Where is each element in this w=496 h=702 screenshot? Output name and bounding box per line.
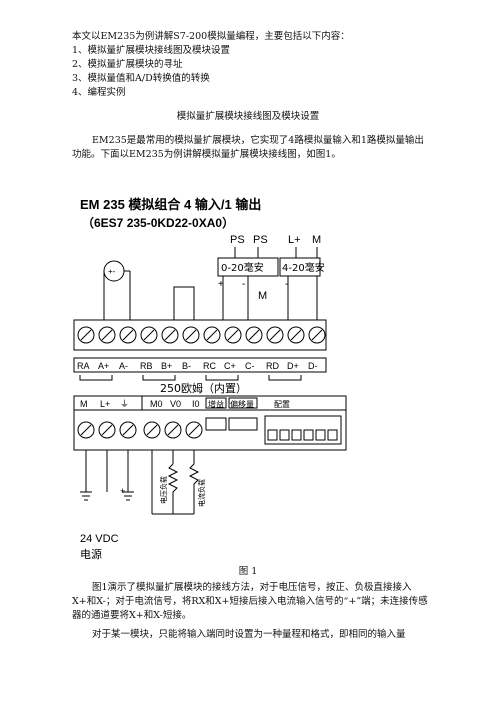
paragraph-3: 对于某一模块，只能将输入端同时设置为一种量程和格式，即相同的输入量 xyxy=(92,629,406,640)
terminal-a-plus: A+ xyxy=(98,361,109,371)
supply-cn-label: 电源 xyxy=(80,547,102,561)
figure-part-no: （6ES7 235-0KD22-0XA0） xyxy=(82,215,234,230)
terminal-block-top xyxy=(73,319,327,351)
internal-resistor-label: 250欧姆（内置） xyxy=(160,381,247,395)
intro-item-2: 2、模拟量扩展模块的寻址 xyxy=(72,59,183,70)
voltage-load-label: 电压负载 xyxy=(159,476,168,504)
current-load-label: 电流负载 xyxy=(197,479,206,507)
config-label: 配置 xyxy=(274,400,290,409)
terminal-c-plus: C+ xyxy=(224,361,236,371)
plus-sign-1: + xyxy=(218,279,224,290)
minus-sign-1: - xyxy=(242,279,245,290)
intro-line: 本文以EM235为例讲解S7-200模拟量编程，主要包括以下内容： xyxy=(72,31,350,42)
label-m-top: M xyxy=(312,234,321,246)
terminal-d-plus: D+ xyxy=(287,361,299,371)
terminal-screws-top xyxy=(77,326,326,344)
svg-text:+: + xyxy=(120,486,125,496)
terminal-rd: RD xyxy=(266,361,279,371)
supply-label: 24 VDC xyxy=(80,533,119,545)
svg-text:+-: +- xyxy=(108,267,116,276)
terminal-a-minus: A- xyxy=(119,361,128,371)
section-title: 模拟量扩展模块接线图及模块设置 xyxy=(176,111,320,122)
label-lplus: L+ xyxy=(288,234,301,246)
source-4-20ma-label: 4-20毫安 xyxy=(282,261,325,274)
voltage-load-resistor xyxy=(167,463,179,514)
label-ps-1: PS xyxy=(230,234,245,246)
paragraph-2: 图1演示了模拟量扩展模块的接线方法，对于电压信号，按正、负极直接接入X+和X-；… xyxy=(72,582,428,621)
terminal-b-plus: B+ xyxy=(161,361,172,371)
terminal-v0: V0 xyxy=(170,399,181,409)
intro-item-1: 1、模拟量扩展模块接线图及模块设置 xyxy=(72,45,231,56)
label-ps-2: PS xyxy=(253,234,268,246)
source-0-20ma-label: 0-20毫安 xyxy=(221,261,264,274)
terminal-d-minus: D- xyxy=(308,361,318,371)
intro-item-4: 4、编程实例 xyxy=(72,87,126,98)
terminal-rc: RC xyxy=(203,361,216,371)
ground-symbol-label: ⏚ xyxy=(120,399,129,409)
figure-title: EM 235 模拟组合 4 输入/1 输出 xyxy=(80,197,261,212)
figure-caption: 图 1 xyxy=(238,566,258,577)
terminal-m: M xyxy=(80,399,88,409)
terminal-lplus: L+ xyxy=(100,399,110,409)
terminal-b-minus: B- xyxy=(182,361,191,371)
terminal-screws-bottom xyxy=(77,421,203,439)
terminal-ra: RA xyxy=(77,361,90,371)
config-dip-switches xyxy=(264,415,342,445)
intro-item-3: 3、模拟量值和A/D转换值的转换 xyxy=(72,73,210,84)
label-m-mid: M xyxy=(258,290,267,302)
terminal-rb: RB xyxy=(140,361,153,371)
terminal-c-minus: C- xyxy=(245,361,255,371)
source-4-20ma xyxy=(279,257,321,277)
current-load-resistor xyxy=(188,463,200,514)
offset-label: 偏移量 xyxy=(230,399,254,409)
minus-sign-2: - xyxy=(285,279,288,290)
paragraph-1: EM235是最常用的模拟量扩展模块，它实现了4路模拟量输入和1路模拟量输出功能。… xyxy=(72,135,424,160)
terminal-i0: I0 xyxy=(192,399,200,409)
terminal-m0: M0 xyxy=(150,399,163,409)
wiring-diagram: EM 235 模拟组合 4 输入/1 输出 （6ES7 235-0KD22-0X… xyxy=(73,197,347,561)
gain-label: 增益 xyxy=(208,399,224,409)
